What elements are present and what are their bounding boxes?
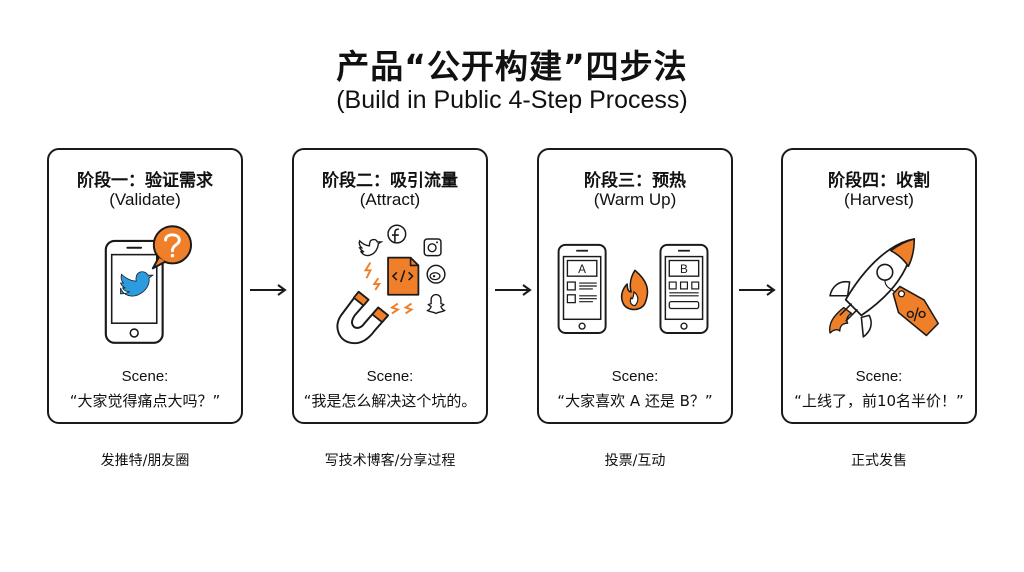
arrow-right-icon xyxy=(739,284,776,296)
stage-title: 阶段一：验证需求 xyxy=(77,171,213,191)
phone-variant-a: A xyxy=(557,243,607,334)
arrow-right-icon xyxy=(250,284,287,296)
stage-title: 阶段二：吸引流量 xyxy=(322,171,458,191)
variant-a-label: A xyxy=(578,263,586,276)
scene-label: Scene: xyxy=(855,368,903,385)
stage-action: 发推特/朋友圈 xyxy=(100,453,190,469)
variant-b-label: B xyxy=(680,263,688,276)
stage-title: 阶段四：收割 xyxy=(828,171,930,191)
scene-quote: “大家喜欢 A 还是 B？” xyxy=(557,392,713,410)
stage-card-validate: 阶段一：验证需求 (Validate) Scene: “大家觉得痛点大吗？” xyxy=(47,148,243,424)
page-subtitle: (Build in Public 4-Step Process) xyxy=(336,86,688,114)
stage-card-harvest: 阶段四：收割 (Harvest) Scene: “上线了，前10名半价！” xyxy=(781,148,977,424)
phone-variant-b: B xyxy=(659,243,709,334)
stage-subtitle: (Attract) xyxy=(359,190,421,209)
stage-subtitle: (Warm Up) xyxy=(593,190,677,209)
scene-label: Scene: xyxy=(366,368,414,385)
stage-action: 正式发售 xyxy=(851,453,907,469)
scene-quote: “上线了，前10名半价！” xyxy=(794,392,964,410)
stage-title: 阶段三：预热 xyxy=(584,171,686,191)
stage-action: 投票/互动 xyxy=(604,453,666,469)
page-title: 产品“公开构建”四步法 xyxy=(336,47,688,86)
ab-test-fire-icon: A B xyxy=(557,243,709,334)
phone-twitter-question-icon xyxy=(104,225,193,344)
scene-label: Scene: xyxy=(121,368,169,385)
stage-card-attract: 阶段二：吸引流量 (Attract) Scene: “我是怎么解决这个坑的。 xyxy=(292,148,488,424)
rocket-price-tag-icon xyxy=(828,238,940,338)
stage-subtitle: (Validate) xyxy=(109,190,181,209)
scene-quote: “我是怎么解决这个坑的。 xyxy=(303,392,477,410)
stage-action: 写技术博客/分享过程 xyxy=(324,453,456,469)
stage-card-warm-up: 阶段三：预热 (Warm Up) A B xyxy=(537,148,733,424)
scene-label: Scene: xyxy=(611,368,659,385)
scene-quote: “大家觉得痛点大吗？” xyxy=(69,392,221,410)
stage-subtitle: (Harvest) xyxy=(844,190,914,209)
arrow-right-icon xyxy=(495,284,532,296)
magnet-code-social-icon xyxy=(336,224,446,345)
